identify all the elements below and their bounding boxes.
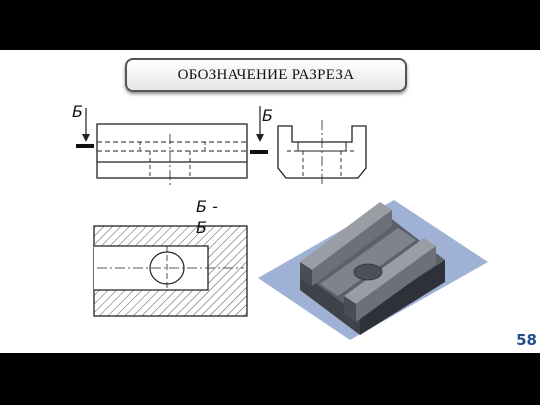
slide-title-box: ОБОЗНАЧЕНИЕ РАЗРЕЗА (125, 58, 407, 92)
page-number: 58 (516, 331, 537, 349)
cutting-plane-left (76, 108, 94, 148)
technical-drawing (76, 106, 488, 340)
cutting-plane-right (250, 106, 268, 154)
side-view (277, 120, 367, 186)
cut-label-left: Б (72, 102, 83, 121)
cut-label-right: Б (262, 106, 273, 125)
isometric-model (258, 200, 488, 340)
slide-title: ОБОЗНАЧЕНИЕ РАЗРЕЗА (177, 66, 355, 83)
slide: ОБОЗНАЧЕНИЕ РАЗРЕЗА (0, 50, 540, 353)
section-label-top: Б - (196, 197, 218, 216)
front-view (96, 123, 248, 188)
section-label-bottom: Б (196, 218, 207, 237)
section-view (93, 225, 248, 317)
